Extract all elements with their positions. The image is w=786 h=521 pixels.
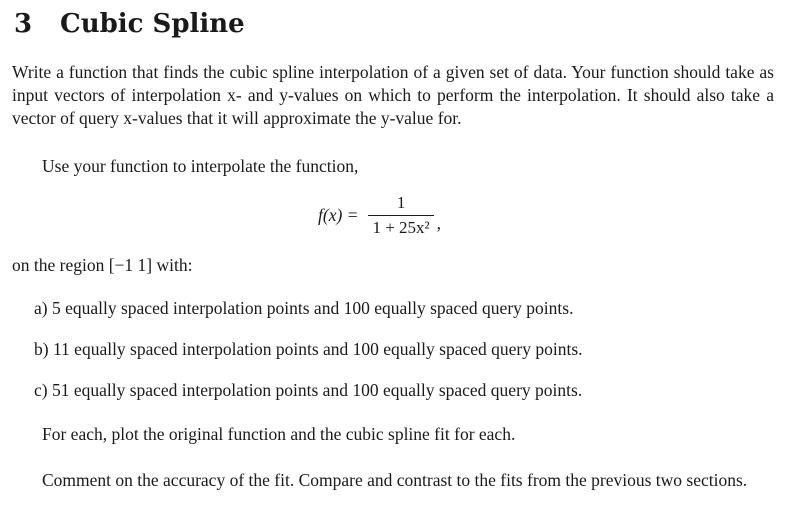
formula-trailing-comma: , — [436, 213, 442, 233]
section-number: 3 — [14, 9, 33, 39]
fraction-bar — [368, 214, 434, 216]
function-formula: f(x) = 1 1 + 25x² , — [318, 188, 441, 242]
region-paragraph: on the region [−1 1] with: — [12, 255, 193, 275]
section-title: Cubic Spline — [60, 9, 245, 39]
list-item-b: b) 11 equally spaced interpolation point… — [34, 339, 583, 359]
formula-fraction: 1 1 + 25x² — [368, 192, 434, 238]
formula-lhs: f(x) = — [318, 204, 359, 225]
use-paragraph: Use your function to interpolate the fun… — [42, 156, 359, 176]
formula-denominator: 1 + 25x² — [372, 217, 430, 237]
section-heading: 3 Cubic Spline — [14, 4, 245, 44]
formula-numerator: 1 — [396, 192, 406, 212]
foreach-paragraph: For each, plot the original function and… — [42, 424, 516, 444]
intro-paragraph: Write a function that finds the cubic sp… — [12, 62, 774, 128]
list-item-a: a) 5 equally spaced interpolation points… — [34, 298, 574, 318]
list-item-c: c) 51 equally spaced interpolation point… — [34, 380, 583, 400]
comment-paragraph: Comment on the accuracy of the fit. Comp… — [42, 470, 748, 490]
